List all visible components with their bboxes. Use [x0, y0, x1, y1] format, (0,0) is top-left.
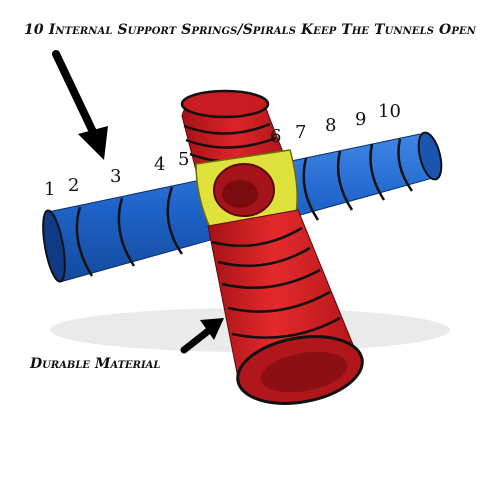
arrow-right-icon: [180, 318, 224, 354]
material-caption: Durable Material: [30, 356, 161, 372]
blue-springs: [75, 138, 414, 277]
spring-number-label: 3: [110, 166, 122, 187]
yellow-hub: [195, 149, 298, 229]
spring-number-label: 8: [325, 115, 337, 136]
spring-number-label: 5: [178, 149, 190, 170]
red-top-opening: [180, 89, 270, 119]
blue-right-opening: [417, 131, 443, 181]
spring-number-label: 6: [270, 126, 282, 147]
blue-left-opening: [42, 209, 66, 283]
spring-number-label: 7: [295, 122, 307, 143]
spring-number-label: 1: [44, 179, 56, 200]
red-springs: [211, 226, 341, 339]
spring-number-label: 9: [355, 109, 367, 130]
spring-number-label: 10: [378, 101, 401, 122]
arrow-down-icon: [52, 50, 108, 160]
red-tunnel-front: [207, 209, 364, 405]
spring-number-label: 4: [154, 154, 166, 175]
headline: 10 Internal Support Springs/Spirals Keep…: [24, 22, 476, 38]
spring-number-label: 2: [68, 175, 80, 196]
